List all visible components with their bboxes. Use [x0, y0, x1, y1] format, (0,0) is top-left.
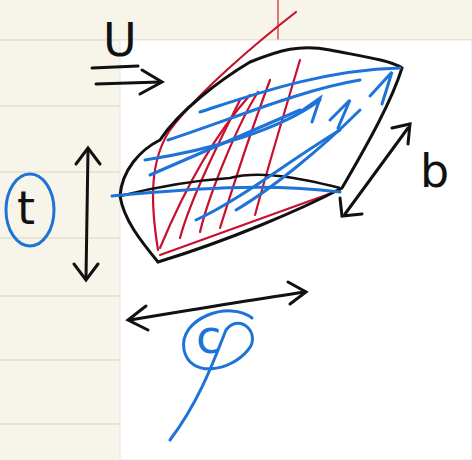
paper-sheet: [120, 40, 472, 460]
span-dimension: [340, 124, 410, 216]
chord-label: c: [196, 314, 221, 360]
span-label: b: [420, 148, 449, 194]
thickness-dimension: [74, 148, 100, 280]
wing-outline: [120, 48, 402, 262]
thickness-label: t: [17, 185, 35, 231]
circle-mark: [6, 174, 54, 246]
velocity-label: U: [103, 17, 137, 63]
circle-mark: [170, 311, 252, 440]
margin-line: [277, 0, 279, 40]
flow-arrow: [92, 66, 162, 94]
